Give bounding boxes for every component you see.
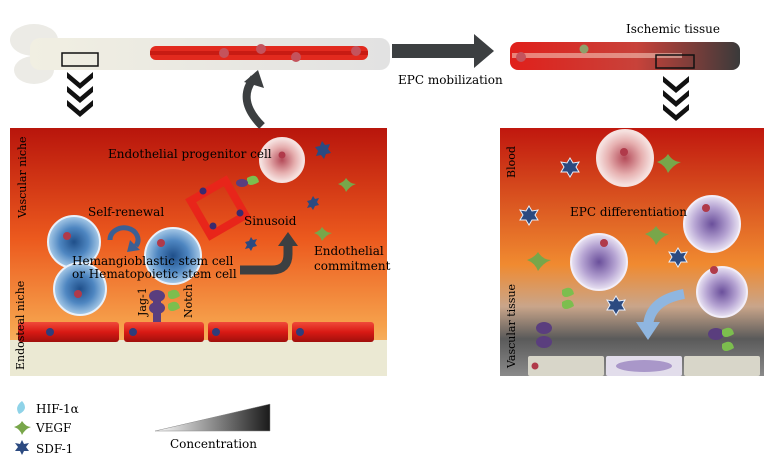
vascular-tissue-label: Vascular tissue	[505, 284, 518, 369]
chevron-down-icon	[67, 72, 93, 117]
ischemic-tissue-panel	[500, 128, 764, 376]
legend-label-hif-1a: HIF-1α	[36, 402, 79, 416]
endothelial-commitment-label-line2: commitment	[314, 259, 391, 273]
ischemic-vessel	[510, 42, 740, 70]
endothelial-commitment-label-line1: Endothelial	[314, 244, 384, 258]
notch-label: Notch	[182, 284, 195, 318]
bone-marrow-niche-panel	[10, 70, 387, 376]
endothelial-progenitor-cell-label: Endothelial progenitor cell	[108, 147, 272, 161]
zoom-box-right	[655, 54, 695, 69]
stem-cell-label-line2: or Hematopoietic stem cell	[72, 267, 237, 281]
concentration-label: Concentration	[170, 437, 257, 451]
sdf-1-icon	[15, 440, 29, 455]
legend: HIF-1α VEGF SDF-1 Concentration	[14, 401, 271, 456]
sinusoid-label: Sinusoid	[244, 214, 297, 228]
endosteal-niche-label: Endosteal niche	[14, 281, 27, 370]
legend-label-vegf: VEGF	[35, 421, 71, 435]
hif-1a-icon	[17, 401, 25, 414]
concentration-gradient-wedge	[154, 403, 271, 432]
legend-label-sdf-1: SDF-1	[36, 442, 73, 456]
vascular-niche-label: Vascular niche	[16, 136, 29, 219]
zoom-box-left	[61, 52, 99, 67]
mobilization-arrow	[392, 34, 494, 68]
epc-differentiation-label: EPC differentiation	[570, 205, 687, 219]
bone-illustration	[10, 24, 390, 84]
self-renewal-label: Self-renewal	[88, 205, 164, 219]
vegf-icon	[14, 421, 31, 435]
blood-label: Blood	[505, 146, 518, 178]
ischemic-tissue-label: Ischemic tissue	[626, 22, 720, 36]
jag1-label: Jag-1	[136, 287, 149, 317]
stem-cell-label-line1: Hemangioblastic stem cell	[72, 254, 234, 268]
chevron-down-icon	[663, 76, 689, 121]
epc-mobilization-label: EPC mobilization	[398, 73, 503, 87]
